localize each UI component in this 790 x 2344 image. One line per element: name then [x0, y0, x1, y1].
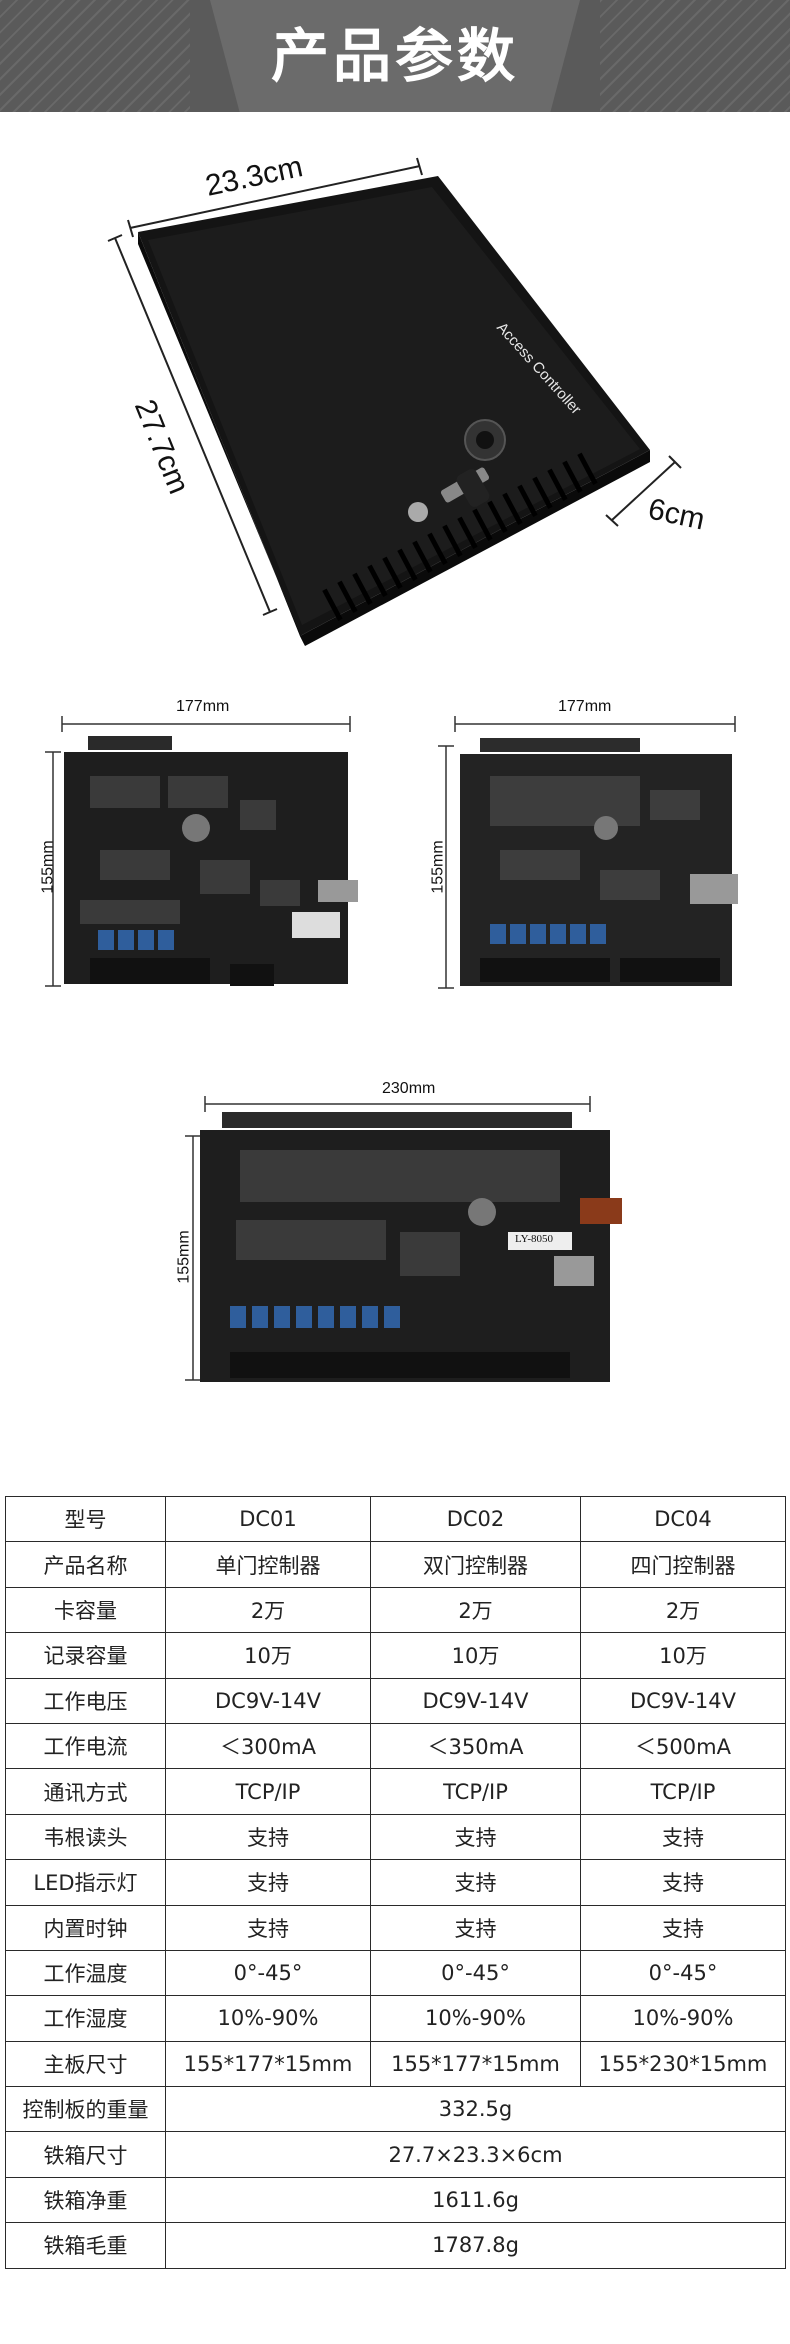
table-cell: 0°-45°: [370, 1949, 581, 1997]
table-cell: 0°-45°: [165, 1949, 371, 1997]
row-label: 产品名称: [5, 1541, 166, 1588]
table-cell: 单门控制器: [165, 1541, 371, 1588]
table-header-row: 型号 DC01 DC02 DC04: [5, 1495, 786, 1543]
row-label: 铁箱尺寸: [5, 2131, 166, 2178]
column-header: DC02: [370, 1495, 581, 1543]
table-cell: 1611.6g: [165, 2176, 786, 2224]
table-row: 韦根读头支持支持支持: [5, 1813, 786, 1861]
board-3-width-label: 230mm: [382, 1080, 436, 1097]
row-label: 内置时钟: [5, 1904, 166, 1951]
row-label: 铁箱净重: [5, 2176, 166, 2224]
board-3-illustration: [185, 1096, 622, 1382]
table-cell: 0°-45°: [580, 1949, 786, 1997]
table-cell: ＜350mA: [370, 1722, 581, 1770]
banner-stripes-left: [0, 0, 190, 112]
row-label: LED指示灯: [5, 1859, 166, 1906]
board-1-width-label: 177mm: [176, 698, 230, 715]
table-cell: 支持: [370, 1904, 581, 1951]
page-title: 产品参数: [270, 22, 519, 90]
table-cell: 1787.8g: [165, 2222, 786, 2269]
lock-icon: [408, 419, 506, 522]
table-cell: ＜500mA: [580, 1722, 786, 1770]
table-cell: 支持: [165, 1859, 371, 1906]
row-label: 主板尺寸: [5, 2040, 166, 2088]
table-cell: TCP/IP: [580, 1768, 786, 1815]
row-label: 铁箱毛重: [5, 2222, 166, 2269]
table-cell: ＜300mA: [165, 1722, 371, 1770]
table-cell: TCP/IP: [370, 1768, 581, 1815]
row-label: 卡容量: [5, 1586, 166, 1634]
table-cell: 2万: [580, 1586, 786, 1634]
table-cell: 支持: [580, 1813, 786, 1861]
row-label: 控制板的重量: [5, 2086, 166, 2133]
table-cell: TCP/IP: [165, 1768, 371, 1815]
table-cell: 10%-90%: [165, 1995, 371, 2042]
table-cell: DC9V-14V: [580, 1677, 786, 1724]
column-header: DC04: [580, 1495, 786, 1543]
table-cell: 332.5g: [165, 2086, 786, 2133]
table-cell: 支持: [165, 1904, 371, 1951]
table-row: 工作电流＜300mA＜350mA＜500mA: [5, 1722, 786, 1770]
row-label: 工作电压: [5, 1677, 166, 1724]
table-cell: 支持: [580, 1904, 786, 1951]
banner-stripes-right: [600, 0, 790, 112]
spec-table: 型号 DC01 DC02 DC04 产品名称单门控制器双门控制器四门控制器 卡容…: [5, 1495, 786, 2269]
row-label: 通讯方式: [5, 1768, 166, 1815]
column-header: DC01: [165, 1495, 371, 1543]
board-3-height-label: 155mm: [175, 1230, 193, 1284]
table-cell: 支持: [165, 1813, 371, 1861]
row-label: 记录容量: [5, 1632, 166, 1679]
table-cell: 10万: [370, 1632, 581, 1679]
table-cell: DC9V-14V: [370, 1677, 581, 1724]
table-cell: 支持: [580, 1859, 786, 1906]
table-row: 内置时钟支持支持支持: [5, 1904, 786, 1951]
table-cell: DC9V-14V: [165, 1677, 371, 1724]
table-cell: 10%-90%: [580, 1995, 786, 2042]
row-label: 工作温度: [5, 1949, 166, 1997]
enclosure-illustration: [107, 157, 682, 646]
table-cell: 10%-90%: [370, 1995, 581, 2042]
board-1-illustration: [45, 716, 358, 987]
table-cell: 155*230*15mm: [580, 2040, 786, 2088]
board-2-width-label: 177mm: [558, 698, 612, 715]
board-2-illustration: [438, 716, 738, 989]
table-row: 产品名称单门控制器双门控制器四门控制器: [5, 1541, 786, 1588]
table-cell: 155*177*15mm: [165, 2040, 371, 2088]
table-cell: 155*177*15mm: [370, 2040, 581, 2088]
table-cell: 四门控制器: [580, 1541, 786, 1588]
table-cell: 10万: [165, 1632, 371, 1679]
row-label: 工作电流: [5, 1722, 166, 1770]
table-cell: 10万: [580, 1632, 786, 1679]
table-cell: 支持: [370, 1859, 581, 1906]
table-cell: 2万: [370, 1586, 581, 1634]
row-label: 韦根读头: [5, 1813, 166, 1861]
table-cell: 支持: [370, 1813, 581, 1861]
table-row: LED指示灯支持支持支持: [5, 1859, 786, 1906]
column-header: 型号: [5, 1495, 166, 1543]
board-3-chip-label: LY-8050: [515, 1233, 554, 1245]
table-cell: 2万: [165, 1586, 371, 1634]
table-cell: 双门控制器: [370, 1541, 581, 1588]
row-label: 工作湿度: [5, 1995, 166, 2042]
table-cell: 27.7×23.3×6cm: [165, 2131, 786, 2178]
banner-plate: [210, 0, 580, 112]
header-banner: 产品参数: [0, 0, 790, 112]
